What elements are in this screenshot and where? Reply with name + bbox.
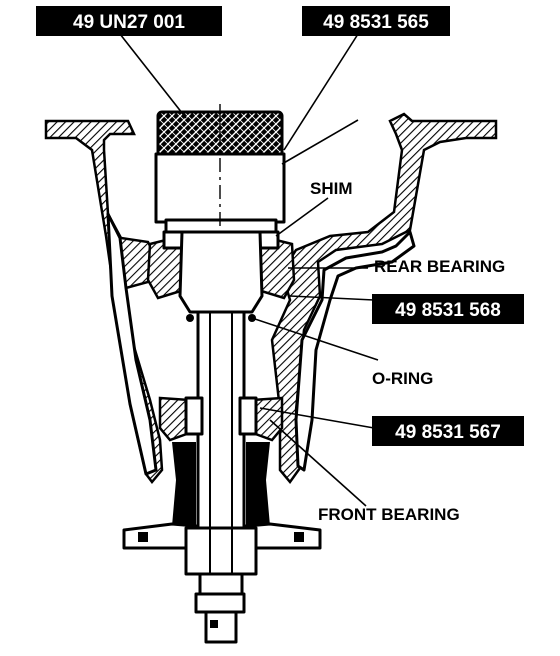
housing-left-skirt	[106, 212, 158, 476]
label-box	[302, 6, 450, 36]
tool-498531567-left	[184, 396, 204, 436]
label-text: 49 UN27 001	[73, 12, 185, 33]
label-498531567: 49 8531 567	[372, 416, 524, 446]
leader-shim	[275, 197, 329, 237]
lower-seal-left	[172, 442, 196, 530]
label-text: 49 8531 565	[323, 12, 429, 33]
label-498531568: 49 8531 568	[372, 294, 524, 324]
tool-498531568-sleeve	[178, 230, 264, 314]
label-shim: SHIM	[310, 179, 353, 198]
shaft-spline	[194, 592, 246, 614]
label-498531565: 49 8531 565	[302, 6, 450, 36]
label-box	[36, 6, 222, 36]
shaft-thread	[198, 572, 244, 596]
leader-49un27001	[119, 33, 187, 119]
rear-bearing-cage-left	[162, 230, 184, 250]
leader-498531565-b	[281, 119, 359, 165]
flange-hole-left	[138, 532, 148, 542]
flange-hole-right	[294, 532, 304, 542]
shaft	[196, 310, 246, 532]
label-front-bearing: FRONT BEARING	[318, 505, 460, 524]
label-box	[372, 294, 524, 324]
rear-bearing-cage-right	[258, 230, 280, 250]
label-o-ring: O-RING	[372, 369, 433, 388]
label-49un27001: 49 UN27 001	[36, 6, 222, 36]
label-text: 49 8531 568	[395, 300, 501, 321]
tool-498531567-right	[238, 396, 258, 436]
leader-front-bearing	[269, 419, 367, 507]
leader-o-ring	[251, 317, 379, 361]
leader-498531567	[259, 407, 375, 429]
leader-498531565	[283, 33, 359, 151]
shaft-nut	[184, 526, 258, 576]
label-rear-bearing: REAR BEARING	[374, 257, 505, 276]
shaft-tip-mark	[210, 620, 218, 628]
leader-498531568	[289, 295, 375, 301]
o-ring-left	[186, 314, 194, 322]
label-box	[372, 416, 524, 446]
label-text: 49 8531 567	[395, 422, 501, 443]
housing-right-skirt	[294, 230, 416, 472]
lower-seal-right	[246, 442, 270, 530]
